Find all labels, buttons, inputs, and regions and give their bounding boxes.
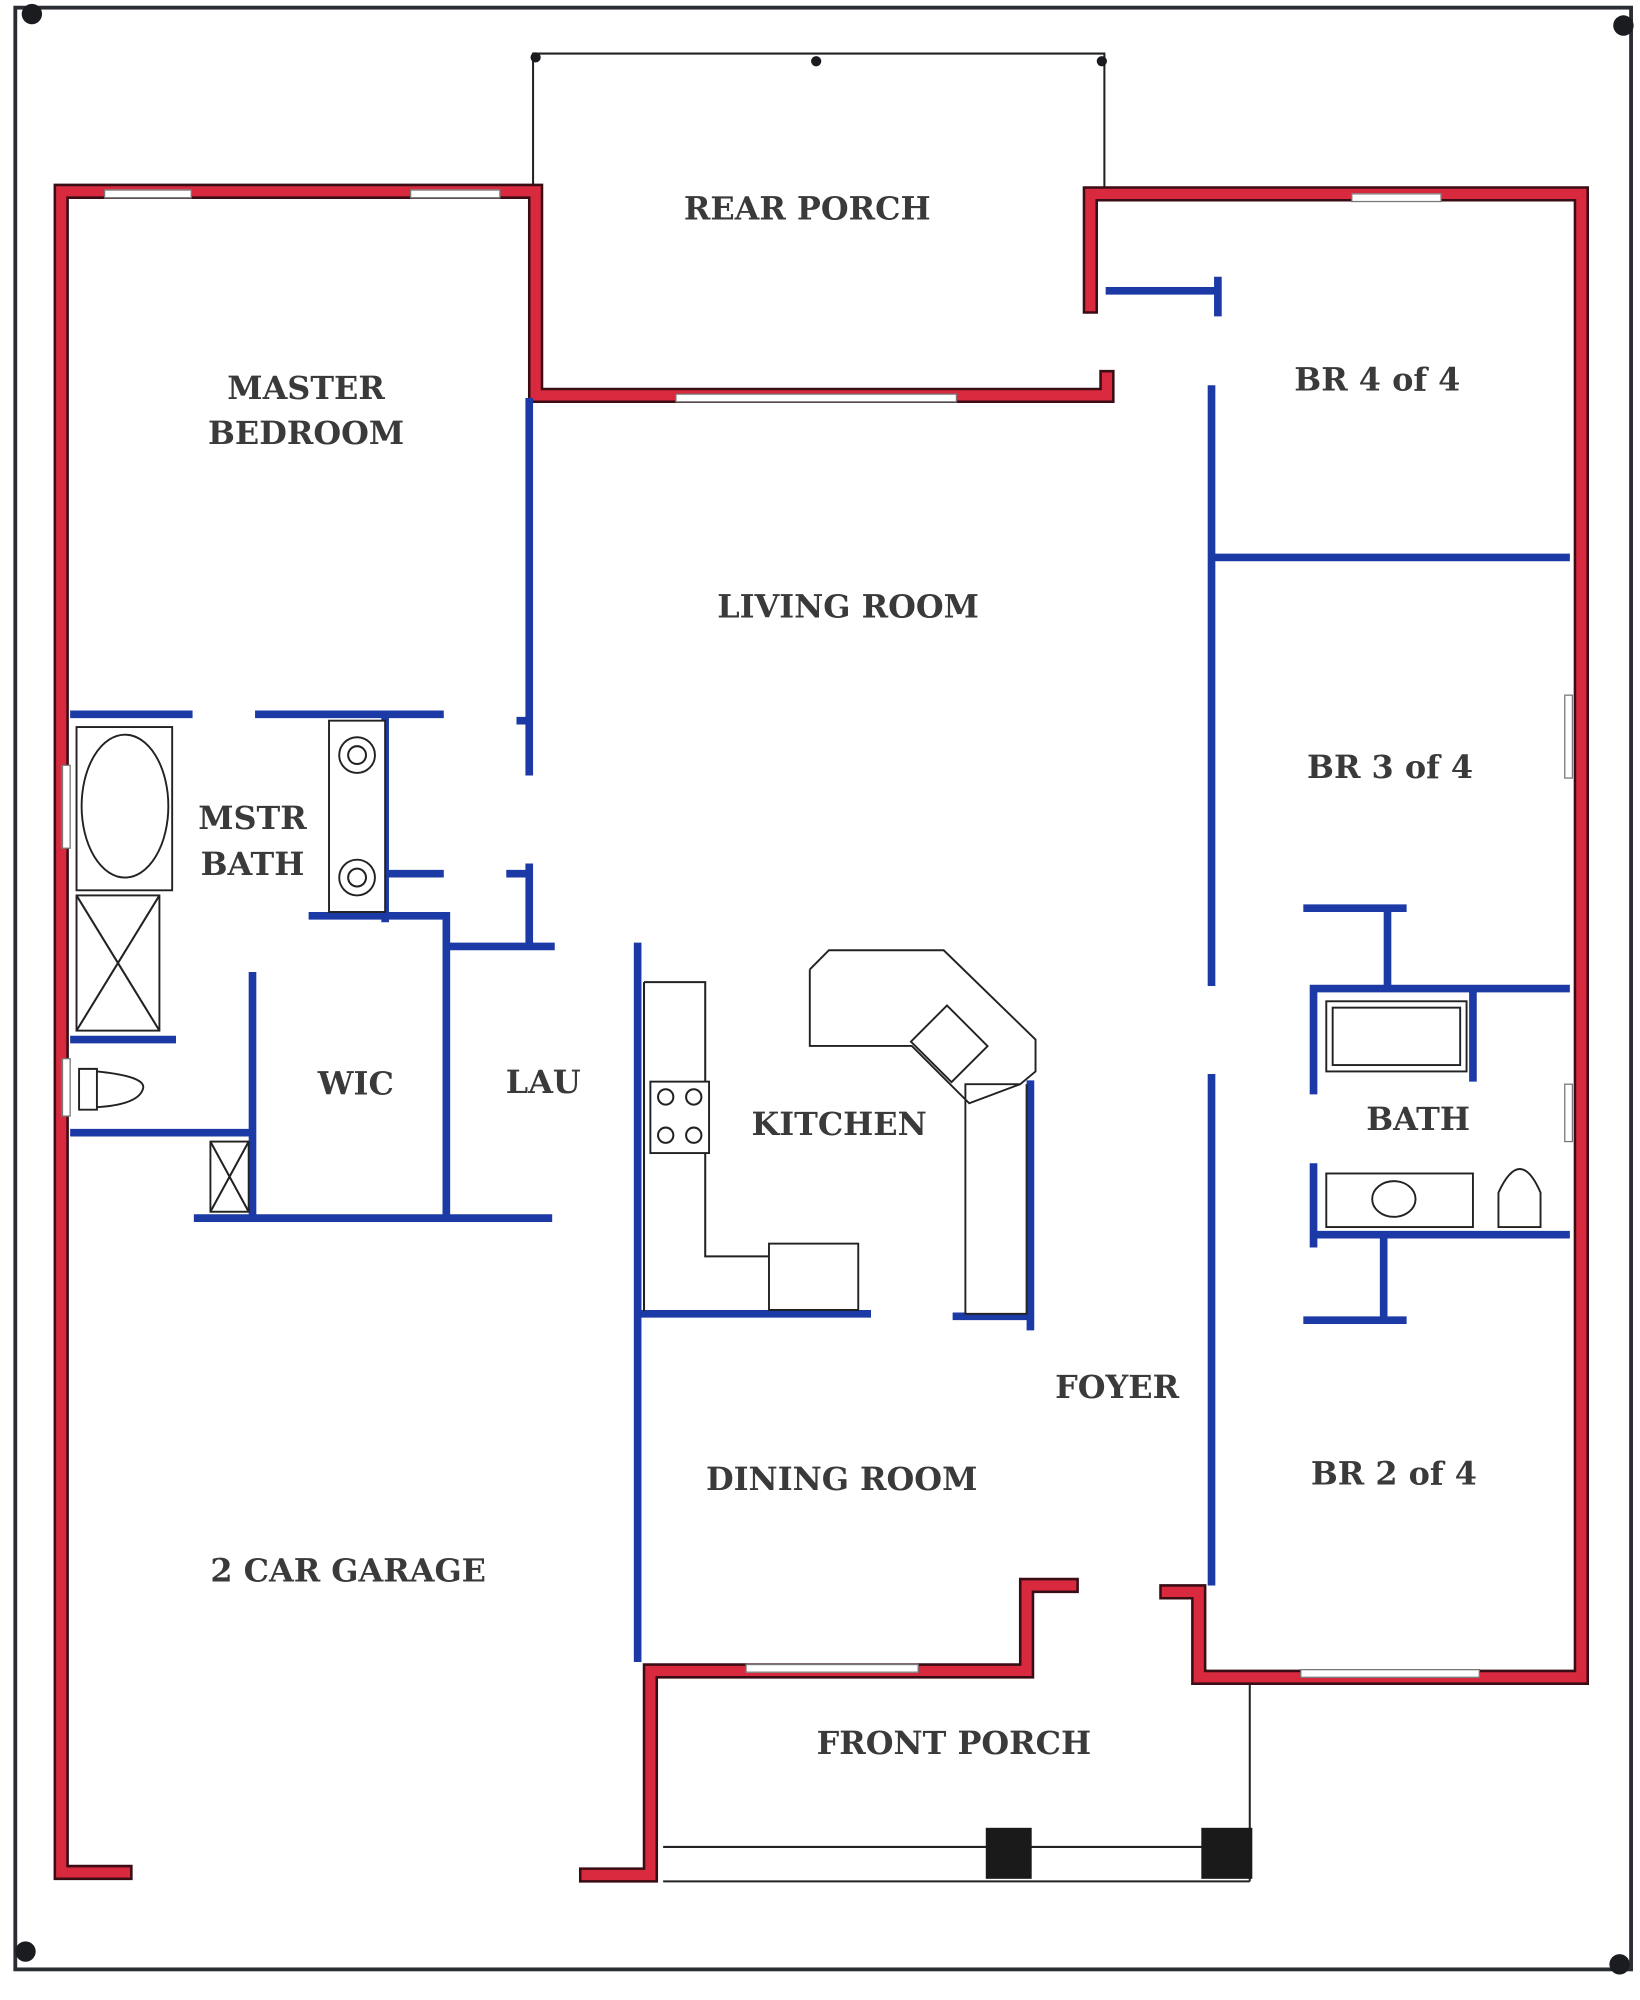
porch-post [985, 1827, 1032, 1879]
corner-dot [21, 3, 43, 25]
label-foyer: FOYER [1055, 1368, 1179, 1406]
sink [338, 858, 376, 897]
bath-toilet [1497, 1168, 1542, 1228]
corner-dot [1609, 1954, 1630, 1975]
porch-post [1201, 1827, 1253, 1879]
windows [61, 189, 1574, 1678]
label-bath: BATH [1366, 1100, 1470, 1138]
label-master-bedroom: MASTER [227, 369, 385, 407]
label-br4: BR 4 of 4 [1294, 360, 1460, 398]
rear-porch-outline [530, 52, 1107, 192]
label-lau: LAU [506, 1063, 581, 1101]
refrigerator [768, 1242, 860, 1311]
page-frame [13, 5, 1633, 1972]
corner-dot [1613, 15, 1634, 36]
sink [338, 736, 376, 774]
label-br2: BR 2 of 4 [1311, 1455, 1477, 1493]
front-porch-outline [663, 1681, 1253, 1883]
bath-sink [1371, 1180, 1417, 1218]
label-br3: BR 3 of 4 [1307, 748, 1473, 786]
label-master-bedroom-2: BEDROOM [208, 414, 404, 452]
label-front-porch: FRONT PORCH [817, 1724, 1092, 1762]
label-garage: 2 CAR GARAGE [210, 1552, 486, 1590]
corner-dot [15, 1941, 36, 1962]
label-mstr-bath: MSTR [198, 799, 307, 837]
interior-walls [70, 276, 1570, 1662]
label-living-room: LIVING ROOM [717, 587, 979, 625]
toilet [78, 1067, 145, 1111]
kitchen-sink [909, 1004, 989, 1084]
fixtures [75, 719, 1542, 1315]
label-mstr-bath-2: BATH [201, 845, 305, 883]
room-labels: REAR PORCH MASTER BEDROOM LIVING ROOM BR… [198, 189, 1477, 1761]
label-rear-porch: REAR PORCH [684, 189, 931, 227]
label-wic: WIC [317, 1064, 394, 1102]
label-kitchen: KITCHEN [752, 1105, 927, 1143]
label-dining-room: DINING ROOM [706, 1460, 977, 1498]
